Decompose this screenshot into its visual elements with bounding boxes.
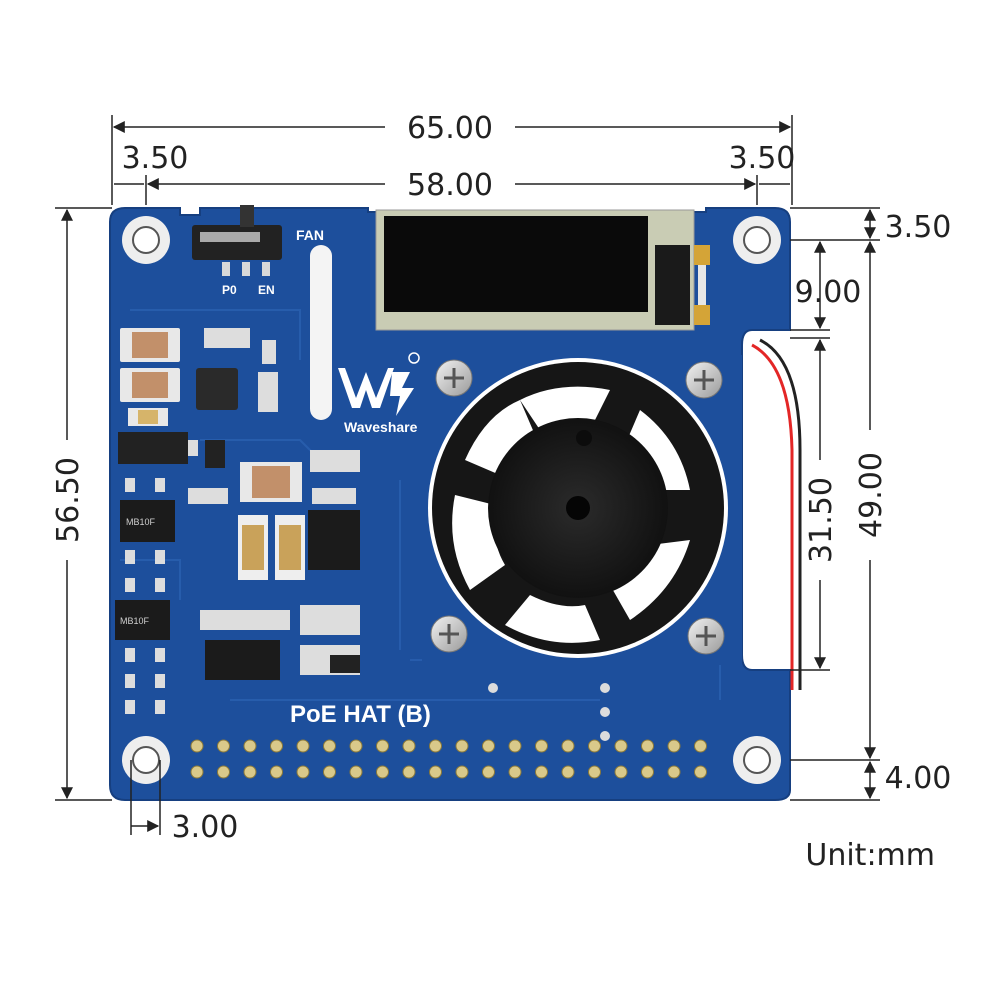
fan-silk-label: FAN (296, 227, 324, 243)
screw-top-right (685, 361, 723, 399)
gpio-pin (270, 765, 283, 779)
gpio-pin (667, 765, 681, 779)
chip-label-2: MB10F (120, 616, 150, 626)
dim-top-hole-offset: 3.50 (885, 210, 952, 245)
gpio-pin (614, 739, 628, 753)
gpio-pin (588, 739, 601, 753)
dim-hole-radius: 3.00 (172, 810, 239, 845)
gpio-pin (376, 765, 389, 779)
gpio-pin (455, 739, 469, 753)
gpio-pin (641, 765, 654, 779)
hole-top-left (122, 216, 170, 264)
gpio-pin (561, 739, 575, 753)
gpio-pin (296, 739, 310, 753)
mounting-holes (122, 216, 781, 784)
gpio-pin (402, 739, 416, 753)
dim-width-holes: 58.00 (407, 168, 493, 203)
gpio-pin (402, 765, 416, 779)
gpio-pin (614, 765, 628, 779)
gpio-pin (694, 765, 707, 779)
gpio-pin (376, 739, 389, 753)
dim-fan-height: 31.50 (804, 477, 839, 563)
dim-height-total: 56.50 (51, 457, 86, 543)
brand-silk-label: Waveshare (344, 419, 418, 435)
gpio-pin (694, 739, 707, 753)
gpio-pin (349, 739, 363, 753)
gpio-pin (190, 739, 204, 753)
gpio-pin (243, 739, 257, 753)
gpio-pin (217, 739, 230, 753)
p0-silk-label: P0 (222, 283, 237, 297)
gpio-pin (429, 765, 442, 779)
gpio-pin (482, 765, 495, 779)
fan-wires (751, 338, 802, 690)
gpio-pin (349, 765, 363, 779)
hole-top-right (733, 216, 781, 264)
gpio-pin (323, 765, 336, 779)
dim-hole-offset-left: 3.50 (122, 141, 189, 176)
waveshare-logo (338, 352, 420, 416)
components-left: MB10F MB10F (115, 328, 360, 714)
gpio-pin (641, 739, 654, 753)
vias (488, 683, 610, 741)
gpio-header (190, 739, 707, 779)
cooling-fan (422, 355, 742, 665)
screw-bottom-left (430, 615, 468, 653)
gpio-pin (508, 739, 522, 753)
oled-display (375, 209, 710, 331)
hole-bottom-right (733, 736, 781, 784)
pcb-slot (310, 245, 332, 420)
unit-label: Unit:mm (805, 838, 935, 873)
gpio-pin (217, 765, 230, 779)
hole-bottom-left (122, 736, 170, 784)
gpio-pin (296, 765, 310, 779)
chip-label-1: MB10F (126, 517, 156, 527)
gpio-pin (190, 765, 204, 779)
gpio-pin (429, 739, 442, 753)
fan-switch (192, 205, 282, 276)
dim-oled-height: 9.00 (795, 275, 862, 310)
gpio-pin (561, 765, 575, 779)
gpio-pin (323, 739, 336, 753)
dim-width-total: 65.00 (407, 111, 493, 146)
fan-blade-gaps (452, 386, 690, 643)
board-name-label: PoE HAT (B) (290, 701, 431, 728)
screw-bottom-right (687, 617, 725, 655)
gpio-pin (455, 765, 469, 779)
gpio-pin (588, 765, 601, 779)
gpio-pin (535, 739, 548, 753)
gpio-pin (270, 739, 283, 753)
dim-bottom-hole-offset: 4.00 (885, 761, 952, 796)
en-silk-label: EN (258, 283, 275, 297)
gpio-pin (667, 739, 681, 753)
dimension-lines (55, 115, 880, 835)
gpio-pin (243, 765, 257, 779)
dim-hole-offset-right: 3.50 (729, 141, 796, 176)
gpio-pin (508, 765, 522, 779)
fan-screws (430, 359, 725, 655)
dim-height-holes: 49.00 (854, 452, 889, 538)
gpio-pin (482, 739, 495, 753)
gpio-pin (535, 765, 548, 779)
screw-top-left (435, 359, 473, 397)
